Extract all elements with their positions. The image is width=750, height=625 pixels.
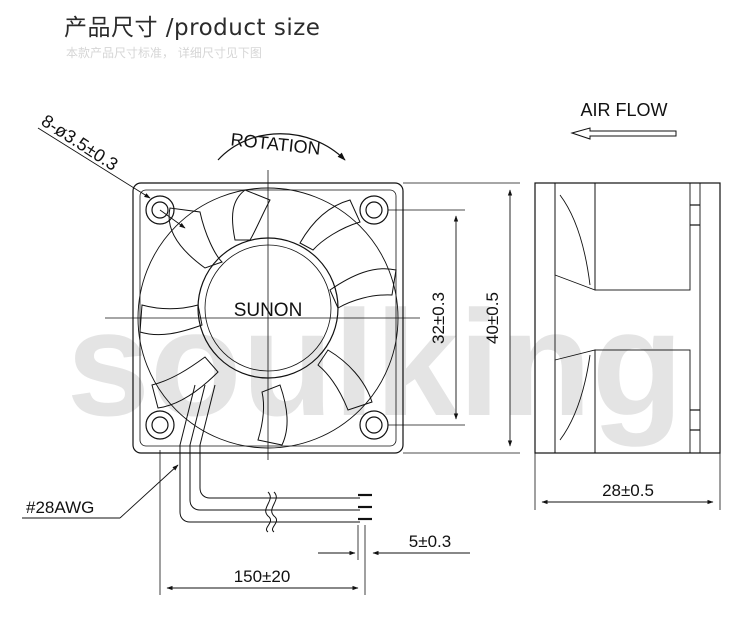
depth-dimension: 28±0.5: [602, 481, 654, 500]
fan-blades: [139, 189, 397, 446]
wire-gauge-label: #28AWG: [26, 498, 94, 517]
lead-length-dimension: 150±20: [234, 567, 291, 586]
airflow-label: AIR FLOW: [580, 100, 667, 120]
frame-size-dimension: 40±0.5: [483, 292, 502, 344]
hole-spec-label: 8-ø3.5±0.3: [38, 111, 122, 175]
rotation-label: ROTATION: [230, 129, 322, 158]
mounting-holes: [145, 195, 389, 440]
airflow-arrow: [570, 127, 677, 140]
watermark: soulking: [67, 279, 684, 447]
brand-label: SUNON: [234, 300, 303, 321]
strip-length-dimension: 5±0.3: [409, 532, 451, 551]
page-subtitle: 本款产品尺寸标准， 详细尺寸见下图: [66, 46, 262, 60]
hole-spacing-dimension: 32±0.3: [429, 292, 448, 344]
page-title: 产品尺寸 /product size: [64, 15, 321, 41]
